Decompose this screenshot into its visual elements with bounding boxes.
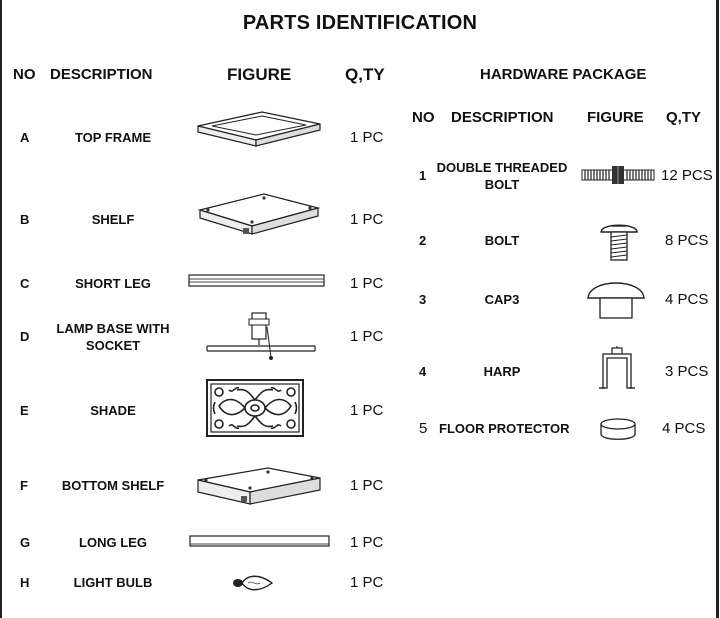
light-bulb-figure — [233, 575, 274, 591]
bottom-shelf-figure — [197, 467, 321, 505]
hw-5-no: 5 — [419, 420, 428, 437]
row-d-no: D — [20, 329, 30, 344]
hardware-package-title: HARDWARE PACKAGE — [480, 66, 647, 83]
bolt-figure — [600, 224, 638, 261]
hw-3-no: 3 — [419, 292, 427, 307]
row-c-description: SHORT LEG — [75, 276, 151, 291]
row-f-description: BOTTOM SHELF — [61, 478, 165, 493]
hw-1-description: DOUBLE THREADED BOLT — [436, 160, 568, 192]
hw-2-no: 2 — [419, 233, 427, 248]
row-b-qty: 1 PC — [350, 211, 384, 228]
hardware-header-no: NO — [412, 109, 435, 126]
row-h-description: LIGHT BULB — [73, 575, 153, 590]
row-e-no: E — [20, 403, 29, 418]
row-g-description: LONG LEG — [79, 535, 147, 550]
lamp-base-figure — [206, 312, 316, 360]
row-b-description: SHELF — [91, 212, 135, 227]
hw-5-description: FLOOR PROTECTOR — [439, 421, 570, 436]
left-header-no: NO — [13, 66, 36, 83]
row-b-no: B — [20, 212, 30, 227]
row-h-no: H — [20, 575, 30, 590]
left-border — [0, 0, 2, 618]
row-e-description: SHADE — [90, 403, 136, 418]
hardware-header-figure: FIGURE — [587, 109, 644, 126]
hw-2-description: BOLT — [484, 233, 520, 248]
row-d-qty: 1 PC — [350, 328, 384, 345]
row-a-qty: 1 PC — [350, 129, 384, 146]
hw-1-no: 1 — [419, 168, 427, 183]
harp-figure — [599, 346, 635, 389]
shelf-figure — [197, 193, 321, 235]
page-title: PARTS IDENTIFICATION — [242, 12, 478, 34]
row-a-no: A — [20, 130, 30, 145]
hw-4-no: 4 — [419, 364, 427, 379]
hardware-header-description: DESCRIPTION — [451, 109, 554, 126]
left-header-qty: Q,TY — [345, 65, 385, 84]
row-c-qty: 1 PC — [350, 275, 384, 292]
row-f-no: F — [20, 478, 28, 493]
hw-3-qty: 4 PCS — [665, 291, 709, 308]
hw-2-qty: 8 PCS — [665, 232, 709, 249]
row-f-qty: 1 PC — [350, 477, 384, 494]
left-header-figure: FIGURE — [227, 65, 292, 84]
row-e-qty: 1 PC — [350, 402, 384, 419]
hw-4-description: HARP — [483, 364, 521, 379]
hw-3-description: CAP3 — [484, 292, 520, 307]
hw-5-qty: 4 PCS — [662, 420, 706, 437]
top-frame-figure — [197, 111, 321, 147]
hw-4-qty: 3 PCS — [665, 363, 709, 380]
hw-1-qty: 12 PCS — [661, 167, 713, 184]
floor-protector-figure — [600, 418, 636, 440]
double-threaded-bolt-figure — [581, 166, 655, 184]
row-g-no: G — [20, 535, 31, 550]
row-h-qty: 1 PC — [350, 574, 384, 591]
row-c-no: C — [20, 276, 30, 291]
long-leg-figure — [189, 535, 330, 547]
right-border — [716, 0, 719, 618]
short-leg-figure — [188, 274, 325, 287]
shade-figure — [206, 379, 304, 437]
row-d-description: LAMP BASE WITH SOCKET — [56, 321, 170, 353]
left-header-description: DESCRIPTION — [50, 66, 153, 83]
cap-figure — [587, 282, 645, 319]
row-a-description: TOP FRAME — [74, 130, 152, 145]
hardware-header-qty: Q,TY — [666, 109, 702, 126]
row-g-qty: 1 PC — [350, 534, 384, 551]
